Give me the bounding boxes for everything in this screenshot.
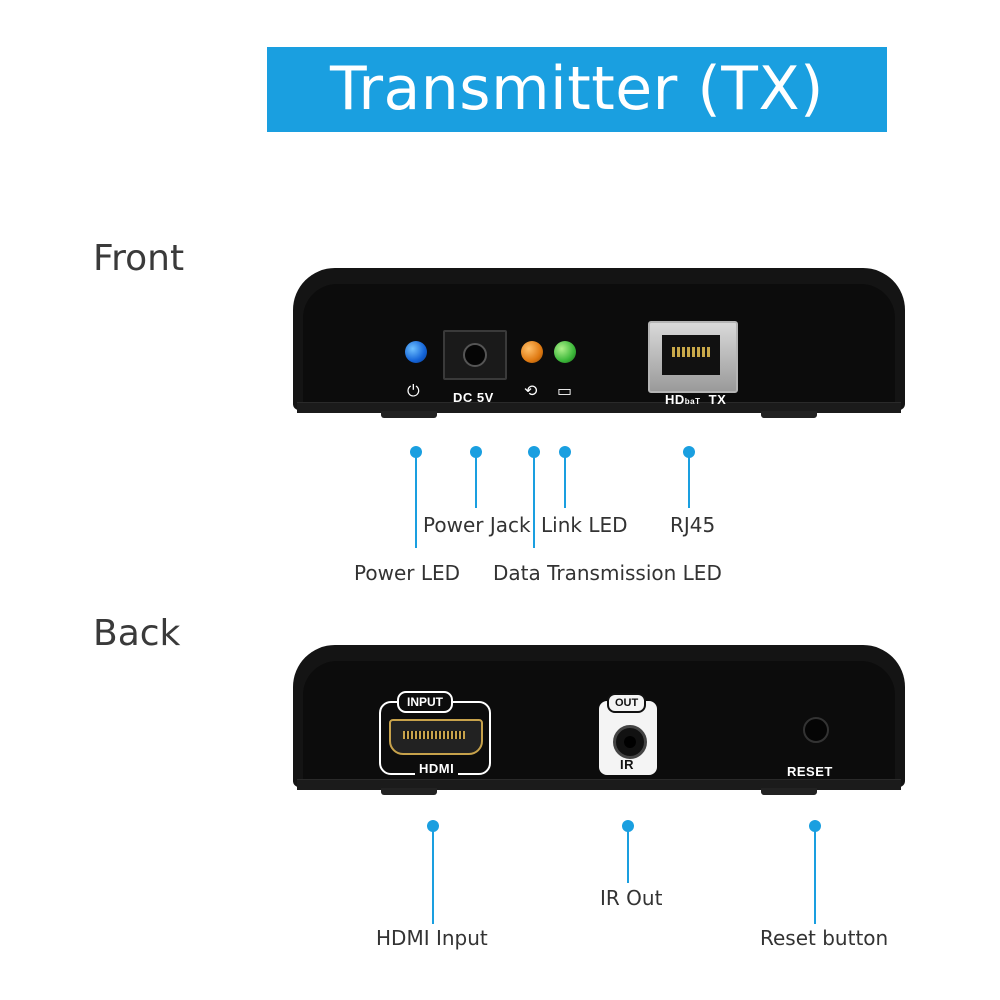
caption-reset-button: Reset button xyxy=(760,926,889,950)
hdmi-input-tag: INPUT xyxy=(397,691,453,713)
callout-dot xyxy=(809,820,821,832)
hdbaset-tx-label: HDbaT TX xyxy=(665,392,726,407)
callout-line xyxy=(432,829,434,924)
device-foot-left xyxy=(381,411,437,418)
page-title: Transmitter (TX) xyxy=(330,54,824,124)
device-base xyxy=(297,779,901,790)
callout-line xyxy=(475,455,477,508)
hdmi-port xyxy=(389,719,483,755)
callout-line xyxy=(688,455,690,508)
caption-data-led: Data Transmission LED xyxy=(493,561,722,585)
hdbaset-tx: TX xyxy=(708,392,727,407)
hdbaset-sub: baT xyxy=(684,397,701,406)
data-transmission-led xyxy=(521,341,543,363)
caption-link-led: Link LED xyxy=(541,513,628,537)
callout-dot xyxy=(410,446,422,458)
callout-line xyxy=(415,455,417,548)
callout-dot xyxy=(470,446,482,458)
caption-power-led: Power LED xyxy=(354,561,461,585)
link-monitor-icon: ▭ xyxy=(557,381,573,400)
ir-jack xyxy=(613,725,647,759)
hdbaset-prefix: HD xyxy=(665,392,685,407)
dc-label: DC 5V xyxy=(453,390,494,405)
reset-label: RESET xyxy=(787,764,833,779)
front-device: ⏻ DC 5V ⟲ ▭ HDbaT TX xyxy=(293,268,905,420)
rj45-port xyxy=(648,321,738,393)
rj45-pins xyxy=(672,347,710,357)
device-face xyxy=(303,284,895,410)
callout-dot xyxy=(528,446,540,458)
dc-power-jack xyxy=(443,330,507,380)
ir-out-tag: OUT xyxy=(607,693,647,713)
title-banner: Transmitter (TX) xyxy=(267,47,887,132)
back-device: INPUT HDMI OUT IR RESET xyxy=(293,645,905,797)
power-icon: ⏻ xyxy=(407,381,420,400)
power-led xyxy=(405,341,427,363)
link-led xyxy=(554,341,576,363)
device-foot-right xyxy=(761,411,817,418)
caption-rj45: RJ45 xyxy=(670,513,716,537)
device-base xyxy=(297,402,901,413)
callout-line xyxy=(533,455,535,548)
callout-dot xyxy=(622,820,634,832)
callout-dot xyxy=(427,820,439,832)
hdmi-label: HDMI xyxy=(415,761,459,776)
callout-line xyxy=(627,829,629,883)
section-label-front: Front xyxy=(93,238,185,279)
callout-dot xyxy=(683,446,695,458)
caption-ir-out: IR Out xyxy=(600,886,663,910)
callout-line xyxy=(564,455,566,508)
caption-power-jack: Power Jack xyxy=(423,513,531,537)
data-transmission-icon: ⟲ xyxy=(524,381,538,400)
caption-hdmi-input: HDMI Input xyxy=(376,926,488,950)
device-foot-left xyxy=(381,788,437,795)
section-label-back: Back xyxy=(93,613,181,654)
reset-button xyxy=(803,717,829,743)
device-foot-right xyxy=(761,788,817,795)
callout-line xyxy=(814,829,816,924)
ir-label: IR xyxy=(620,757,634,772)
callout-dot xyxy=(559,446,571,458)
